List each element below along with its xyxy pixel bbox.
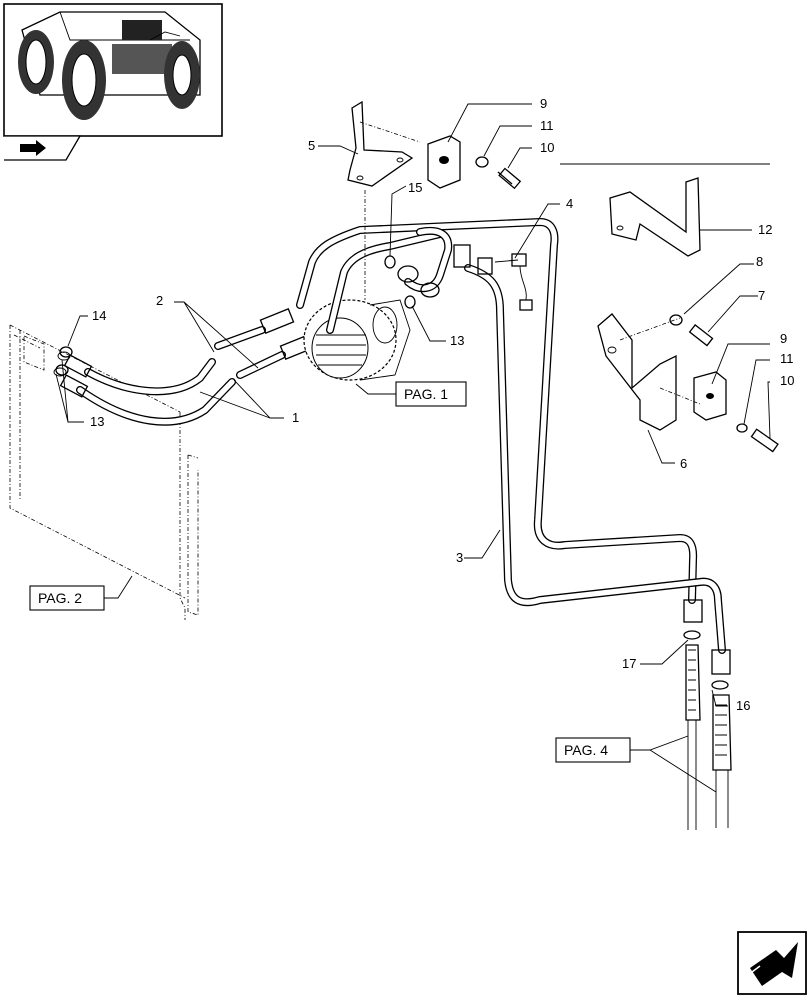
bracket-5 [347,100,421,300]
hose-assembly-left [53,308,315,426]
compressor [303,299,411,381]
callout-5: 5 [308,138,315,153]
callout-11-top: 11 [540,118,554,133]
leader-lines [55,103,771,707]
callout-10-top: 10 [540,140,554,155]
callout-10-right: 10 [780,373,794,388]
pipe-3 [296,218,726,654]
callout-9-right: 9 [780,331,787,346]
callout-2: 2 [156,293,163,308]
section-arrow-icon[interactable] [4,135,82,161]
callout-11-right: 11 [780,351,794,366]
callout-16: 16 [736,698,750,713]
page-ref-pag2-label: PAG. 2 [38,590,82,606]
page-ref-pag1-label: PAG. 1 [404,386,448,402]
next-page-arrow-icon[interactable] [737,931,807,995]
lower-hoses [683,599,732,830]
page-ref-pag1[interactable]: PAG. 1 [355,381,467,407]
page-ref-pag4[interactable]: PAG. 4 [555,735,717,793]
callout-15: 15 [408,180,422,195]
condenser [9,324,199,620]
bracket-6 [597,313,779,453]
callout-13-right: 13 [450,333,464,348]
page-ref-pag4-label: PAG. 4 [564,742,608,758]
callout-14: 14 [92,308,106,323]
callout-13-left: 13 [90,414,104,429]
o-rings [55,255,729,690]
callout-9-top: 9 [540,96,547,111]
callout-7: 7 [758,288,765,303]
pressure-switch [477,253,533,311]
callout-labels: 1 2 3 4 5 6 7 8 9 9 10 10 11 11 12 13 13… [90,96,794,713]
callout-3: 3 [456,550,463,565]
callout-8: 8 [756,254,763,269]
callout-12: 12 [758,222,772,237]
callout-4: 4 [566,196,573,211]
page-ref-pag2[interactable]: PAG. 2 [29,575,133,611]
clamp-9-top [427,135,522,190]
tractor-thumbnail-icon[interactable] [3,3,223,137]
callout-17: 17 [622,656,636,671]
bracket-12 [609,177,701,257]
callout-6: 6 [680,456,687,471]
callout-1: 1 [292,410,299,425]
